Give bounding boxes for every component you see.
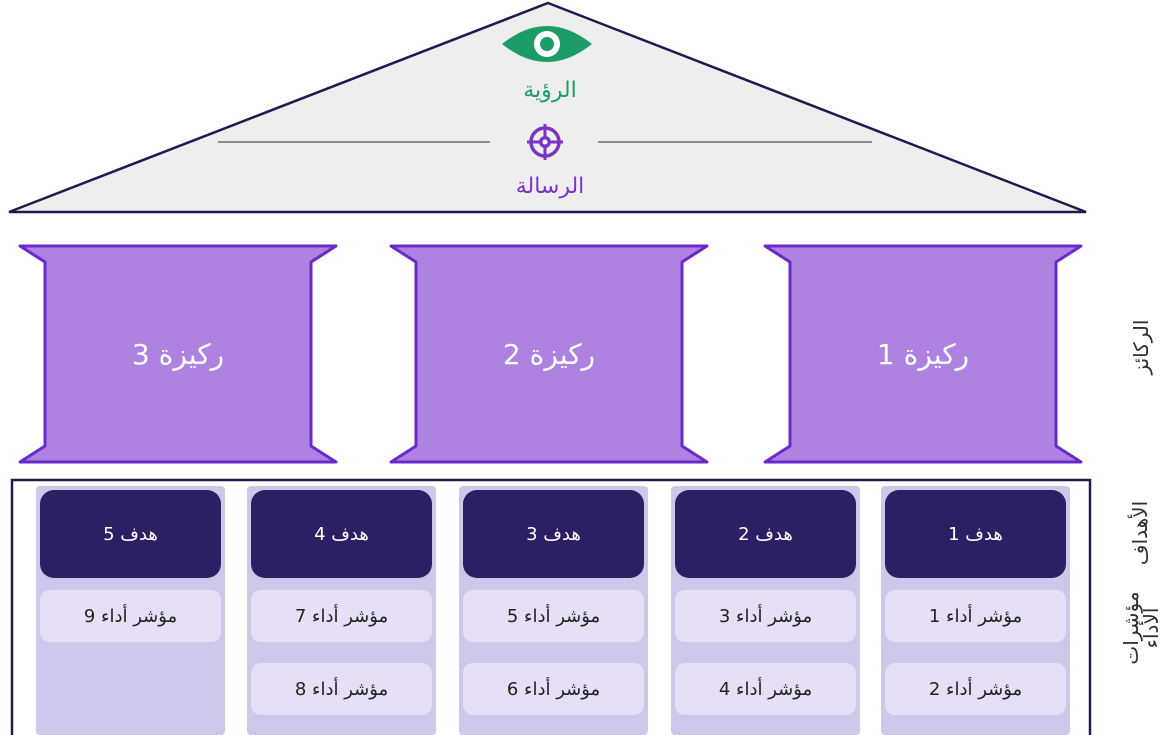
side-label-kpis: مؤشرات الأداء [1119, 591, 1163, 665]
mission-label: الرسالة [515, 174, 585, 199]
side-label-pillars: الركائز [1129, 319, 1153, 375]
pillar-3-shape [18, 244, 338, 464]
eye-icon [502, 26, 592, 62]
kpi-9: مؤشر أداء 9 [40, 590, 221, 642]
pillar-1-label: ركيزة 1 [876, 338, 970, 371]
pillar-2-label: ركيزة 2 [502, 338, 596, 371]
kpi-5: مؤشر أداء 5 [463, 590, 644, 642]
goal-4: هدف 4 [251, 490, 432, 578]
kpi-1: مؤشر أداء 1 [885, 590, 1066, 642]
vision-label: الرؤية [523, 78, 577, 103]
kpi-2: مؤشر أداء 2 [885, 663, 1066, 715]
kpi-3: مؤشر أداء 3 [675, 590, 856, 642]
pillar-1-shape [763, 244, 1083, 464]
side-label-goals: الأهداف [1128, 500, 1152, 566]
goal-5: هدف 5 [40, 490, 221, 578]
kpi-8: مؤشر أداء 8 [251, 663, 432, 715]
pillar-3-label: ركيزة 3 [131, 338, 225, 371]
kpi-6: مؤشر أداء 6 [463, 663, 644, 715]
pillar-2-shape [389, 244, 709, 464]
kpi-4: مؤشر أداء 4 [675, 663, 856, 715]
kpi-7: مؤشر أداء 7 [251, 590, 432, 642]
roof-triangle [8, 1, 1087, 214]
goal-1: هدف 1 [885, 490, 1066, 578]
target-icon [527, 124, 563, 160]
goal-2: هدف 2 [675, 490, 856, 578]
goal-3: هدف 3 [463, 490, 644, 578]
goals-frame [10, 478, 1092, 735]
